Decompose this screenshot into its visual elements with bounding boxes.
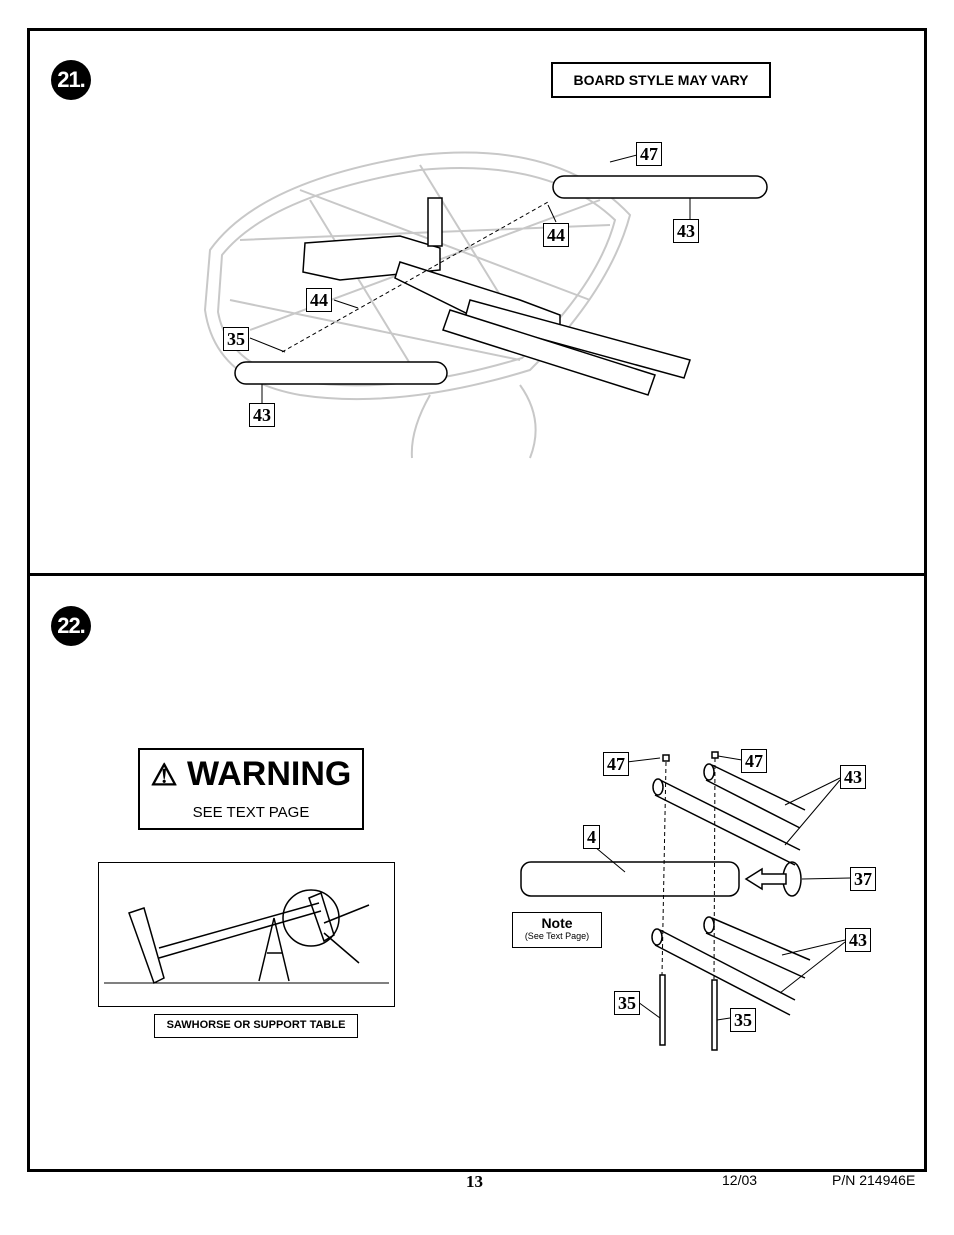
page-number: 13 <box>466 1172 483 1191</box>
sawhorse-caption: SAWHORSE OR SUPPORT TABLE <box>154 1014 358 1038</box>
note-box: Note (See Text Page) <box>512 912 602 948</box>
callout-44: 44 <box>543 223 569 247</box>
callout-43: 43 <box>673 219 699 243</box>
warning-box: ⚠ WARNING SEE TEXT PAGE <box>138 748 364 830</box>
callout-47: 47 <box>603 752 629 776</box>
part-number: P/N 214946E <box>832 1172 916 1188</box>
step-number-22: 22. <box>51 606 91 646</box>
warning-subtitle: SEE TEXT PAGE <box>192 804 310 821</box>
tubes <box>234 175 768 396</box>
note-title: Note <box>541 915 573 931</box>
callout-43: 43 <box>249 403 275 427</box>
callout-4: 4 <box>583 825 600 849</box>
callout-44: 44 <box>306 288 332 312</box>
leader-lines <box>249 154 691 403</box>
callout-43: 43 <box>840 765 866 789</box>
callout-35: 35 <box>614 991 640 1015</box>
callout-35: 35 <box>223 327 249 351</box>
note-subtitle: (See Text Page) <box>524 931 590 941</box>
leader-lines-22 <box>594 755 851 1021</box>
step-number-21: 21. <box>51 60 91 100</box>
sawhorse-inset <box>98 862 395 1007</box>
callout-43: 43 <box>845 928 871 952</box>
callout-35: 35 <box>730 1008 756 1032</box>
callout-37: 37 <box>850 867 876 891</box>
revision-date: 12/03 <box>722 1172 758 1188</box>
warning-title: ⚠ WARNING <box>150 755 352 793</box>
step-22-panel <box>27 573 927 1172</box>
board-style-note: BOARD STYLE MAY VARY <box>551 62 771 98</box>
callout-47: 47 <box>741 749 767 773</box>
callout-47: 47 <box>636 142 662 166</box>
pole-assembly <box>520 751 811 1051</box>
sawhorse-illustration <box>104 889 389 985</box>
warning-triangle-icon: ⚠ <box>150 759 178 792</box>
